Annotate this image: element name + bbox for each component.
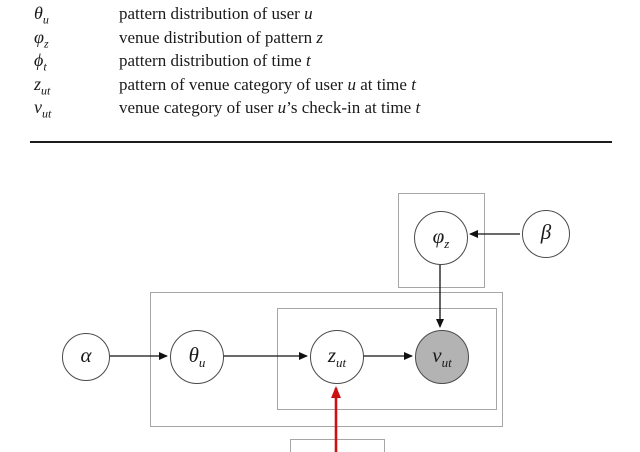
notation-row: ϕt pattern distribution of time t — [0, 49, 640, 74]
plate-bottom-cutoff — [290, 439, 385, 452]
symbol-v-ut: vut — [34, 97, 52, 121]
notation-row: vut venue category of user u’s check-in … — [0, 96, 640, 121]
node-beta-label: β — [540, 219, 552, 244]
symbol-description: pattern distribution of user u — [119, 4, 313, 23]
node-z-ut: zut — [310, 330, 364, 384]
symbol-description: pattern of venue category of user u at t… — [119, 74, 416, 94]
node-z-label: zut — [327, 342, 347, 371]
notation-table: θu pattern distribution of user u φz ven… — [0, 2, 640, 121]
plate-users — [150, 292, 503, 427]
node-alpha: α — [62, 333, 110, 381]
node-phi-label: φz — [432, 223, 450, 252]
notation-row: φz venue distribution of pattern z — [0, 26, 640, 51]
node-theta-u: θu — [170, 330, 224, 384]
table-bottom-rule — [30, 141, 612, 143]
node-beta: β — [522, 210, 570, 258]
symbol-theta-u: θu — [34, 3, 49, 27]
node-alpha-label: α — [80, 342, 92, 367]
node-phi-z: φz — [414, 211, 468, 265]
symbol-description: venue distribution of pattern z — [119, 27, 323, 47]
node-v-ut-observed: vut — [415, 330, 469, 384]
node-v-label: vut — [432, 342, 452, 371]
symbol-phi-t: ϕt — [34, 50, 47, 74]
notation-row: zut pattern of venue category of user u … — [0, 73, 640, 98]
plate-time — [277, 308, 497, 410]
notation-row: θu pattern distribution of user u — [0, 2, 640, 27]
symbol-description: venue category of user u’s check-in at t… — [119, 98, 421, 117]
symbol-description: pattern distribution of time t — [119, 51, 311, 70]
node-theta-label: θu — [188, 342, 206, 371]
plate-phi — [398, 193, 485, 288]
symbol-z-ut: zut — [34, 73, 51, 98]
symbol-phi-z: φz — [34, 26, 49, 51]
